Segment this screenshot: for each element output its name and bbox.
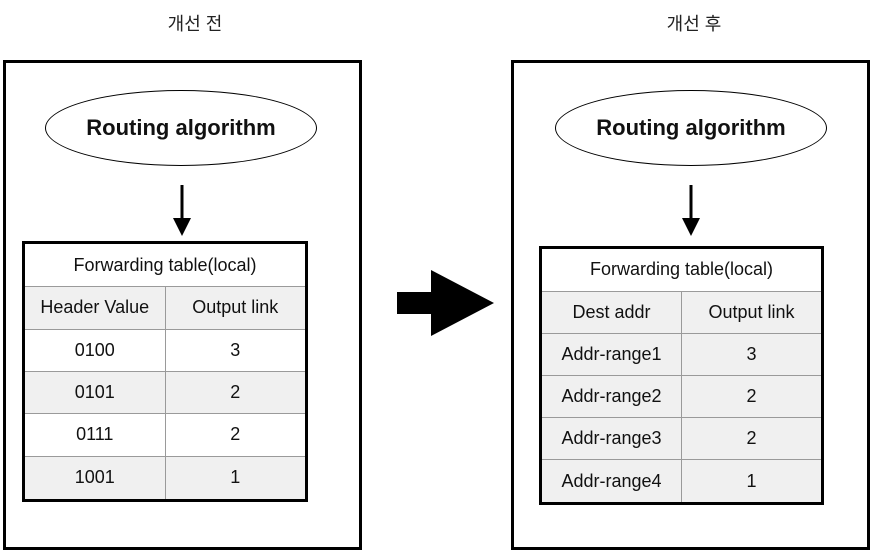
after-cell: 1 xyxy=(681,459,823,504)
after-header-col1: Dest addr xyxy=(540,290,682,334)
before-header-col1: Header Value xyxy=(23,286,166,330)
before-forwarding-table: Forwarding table(local) Header Value Out… xyxy=(22,241,308,502)
before-table-caption: Forwarding table(local) xyxy=(23,241,307,288)
table-row: Addr-range1 3 xyxy=(540,332,823,376)
before-cell: 2 xyxy=(164,370,307,415)
after-table-caption: Forwarding table(local) xyxy=(540,247,823,292)
after-cell: 2 xyxy=(681,416,823,461)
after-title: 개선 후 xyxy=(666,14,722,34)
after-routing-node: Routing algorithm xyxy=(555,90,827,166)
before-cell: 0100 xyxy=(23,328,166,372)
transition-arrow-icon xyxy=(397,270,494,336)
before-down-arrow xyxy=(173,185,191,236)
after-cell: Addr-range4 xyxy=(540,459,682,504)
before-cell: 0111 xyxy=(23,413,166,457)
before-title: 개선 전 xyxy=(167,14,223,34)
after-cell: Addr-range2 xyxy=(540,374,682,418)
before-cell: 2 xyxy=(164,413,307,457)
table-row: 1001 1 xyxy=(23,455,307,502)
after-down-arrow xyxy=(682,185,700,236)
table-row: Addr-range2 2 xyxy=(540,374,823,418)
table-row: 0111 2 xyxy=(23,413,307,457)
after-header-col2: Output link xyxy=(681,290,823,334)
before-routing-node: Routing algorithm xyxy=(45,90,317,166)
after-forwarding-table: Forwarding table(local) Dest addr Output… xyxy=(539,246,824,505)
before-header-col2: Output link xyxy=(164,286,307,330)
before-cell: 1001 xyxy=(23,455,166,502)
after-cell: Addr-range1 xyxy=(540,332,682,376)
table-row: Addr-range3 2 xyxy=(540,416,823,461)
after-cell: 2 xyxy=(681,374,823,418)
after-cell: 3 xyxy=(681,332,823,376)
table-row: 0100 3 xyxy=(23,328,307,372)
before-cell: 0101 xyxy=(23,370,166,415)
table-row: 0101 2 xyxy=(23,370,307,415)
before-cell: 1 xyxy=(164,455,307,502)
after-cell: Addr-range3 xyxy=(540,416,682,461)
before-cell: 3 xyxy=(164,328,307,372)
table-row: Addr-range4 1 xyxy=(540,459,823,504)
